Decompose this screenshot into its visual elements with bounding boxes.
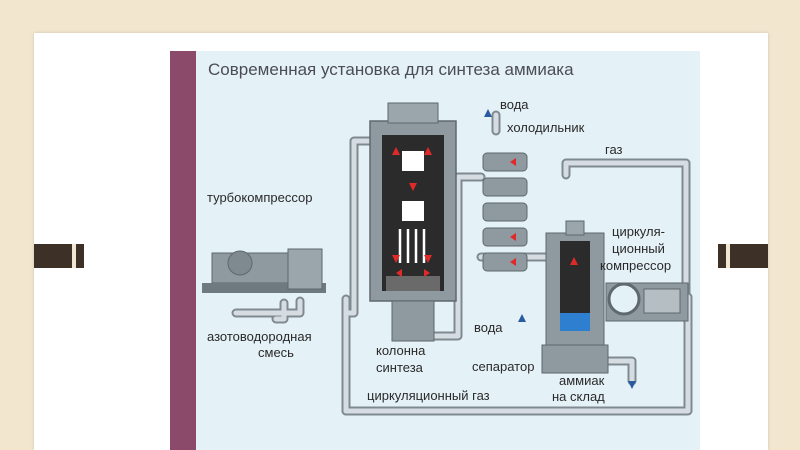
label-separator: сепаратор	[472, 359, 535, 374]
label-cooler: холодильник	[507, 120, 585, 135]
turbocompressor	[202, 248, 326, 293]
label-mixture-1: азотоводородная	[207, 329, 312, 344]
page-title: Современная установка для синтеза аммиак…	[208, 60, 574, 79]
separator	[541, 220, 609, 374]
label-circ-compressor-1: циркуля-	[612, 224, 665, 239]
label-water-top: вода	[500, 97, 529, 112]
label-turbocompressor: турбокомпрессор	[207, 190, 313, 205]
cooler-coils	[482, 152, 528, 272]
label-water-bottom: вода	[474, 320, 503, 335]
label-circ-compressor-2: ционный	[612, 241, 665, 256]
slide-left-bar	[34, 244, 84, 268]
label-gas: газ	[605, 142, 623, 157]
label-circulation-gas: циркуляционный газ	[367, 388, 490, 403]
synthesis-column	[369, 102, 457, 342]
flow-arrows	[484, 109, 636, 389]
label-mixture-2: смесь	[258, 345, 294, 360]
circulation-compressor	[605, 282, 689, 322]
slide-right-bar	[718, 244, 768, 268]
label-circ-compressor-3: компрессор	[600, 258, 672, 273]
label-ammonia-2: на склад	[552, 389, 605, 404]
label-column-1: колонна	[376, 343, 426, 358]
accent-sidebar	[170, 51, 196, 450]
ammonia-plant-diagram	[202, 102, 693, 416]
label-ammonia-1: аммиак	[559, 373, 605, 388]
label-column-2: синтеза	[376, 360, 423, 375]
